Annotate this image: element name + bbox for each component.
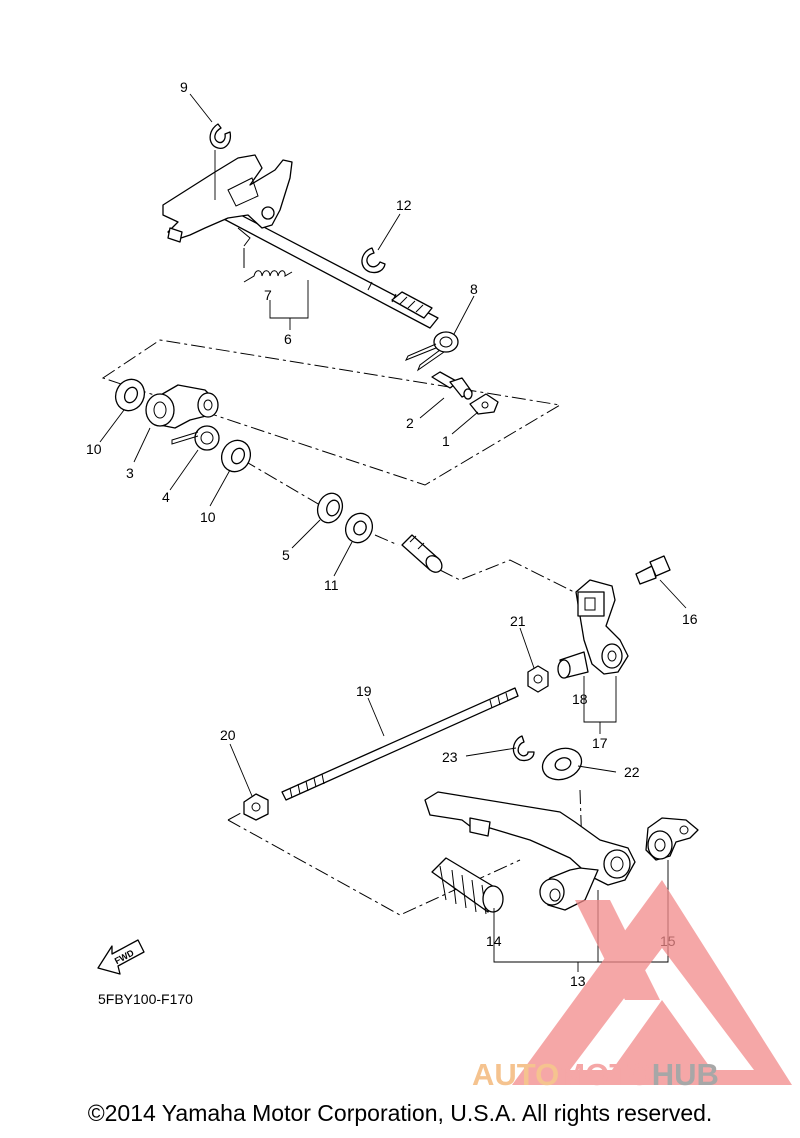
label-10b: 10 [200, 509, 216, 525]
label-23: 23 [442, 749, 458, 765]
fwd-arrow-icon: FWD [97, 939, 145, 975]
label-11: 11 [324, 577, 339, 593]
label-6: 6 [284, 331, 292, 347]
spring-4 [171, 425, 220, 451]
watermark-triangle-icon [512, 880, 792, 1085]
washer-11 [344, 512, 374, 544]
nut-20 [243, 793, 269, 821]
label-9: 9 [180, 79, 188, 95]
alignment-line-shaft [242, 459, 591, 601]
label-22: 22 [624, 764, 640, 780]
label-16: 16 [682, 611, 698, 627]
diagram-code: 5FBY100-F170 [98, 991, 193, 1007]
torsion-spring-8 [404, 331, 459, 372]
spring-7 [243, 248, 293, 283]
copyright-notice: ©2014 Yamaha Motor Corporation, U.S.A. A… [87, 1100, 713, 1126]
circlip-23 [512, 735, 535, 762]
nut-21 [527, 665, 549, 693]
bolt-16 [635, 555, 671, 585]
washer-10b [220, 439, 252, 473]
label-18: 18 [572, 691, 588, 707]
watermark-word-auto: AUTO [472, 1057, 559, 1092]
automotohub-watermark: AUTOMOTOHUB [472, 880, 792, 1092]
circlip-9 [209, 123, 232, 149]
label-20: 20 [220, 727, 236, 743]
shift-pedal-13 [424, 791, 636, 911]
label-10a: 10 [86, 441, 102, 457]
washer-22 [541, 747, 583, 781]
label-7: 7 [264, 287, 272, 303]
label-5: 5 [282, 547, 290, 563]
label-4: 4 [162, 489, 170, 505]
label-14: 14 [486, 933, 502, 949]
label-13: 13 [570, 973, 586, 989]
label-3: 3 [126, 465, 134, 481]
bolt-2 [431, 371, 473, 400]
washer-10a [114, 378, 146, 412]
circlip-12 [361, 247, 386, 274]
watermark-word-moto: MOTO [559, 1057, 651, 1092]
lever-1 [469, 393, 499, 415]
label-21: 21 [510, 613, 526, 629]
label-8: 8 [470, 281, 478, 297]
rod-end-15 [645, 817, 699, 861]
label-12: 12 [396, 197, 412, 213]
svg-text:AUTOMOTOHUB: AUTOMOTOHUB [472, 1057, 719, 1092]
shift-arm-18 [557, 579, 629, 679]
label-17: 17 [592, 735, 608, 751]
watermark-word-hub: HUB [652, 1057, 719, 1092]
pedal-rubber-14 [431, 857, 504, 915]
shift-shaft [162, 154, 439, 329]
stopper-lever-3 [145, 384, 219, 429]
label-2: 2 [406, 415, 414, 431]
shift-rod-19 [281, 687, 519, 801]
assembly-frame-upper [101, 339, 562, 486]
oil-seal-5 [316, 492, 344, 524]
collar [401, 534, 443, 573]
label-1: 1 [442, 433, 450, 449]
label-19: 19 [356, 683, 372, 699]
